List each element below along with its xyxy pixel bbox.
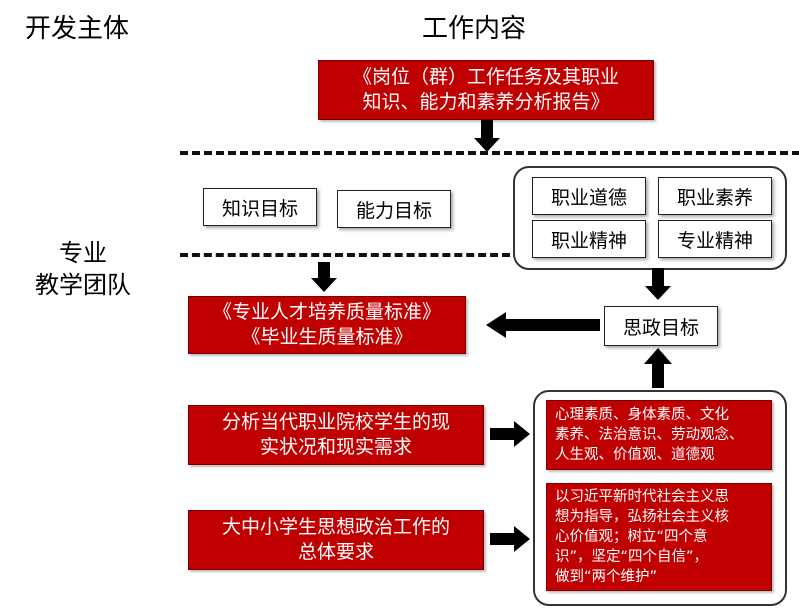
professional-spirit-box: 职业精神 bbox=[532, 220, 646, 258]
specialty-spirit-box: 专业精神 bbox=[658, 220, 772, 258]
arrow-ideology-left bbox=[486, 312, 600, 338]
qualities-detail-line1: 心理素质、身体素质、文化 bbox=[555, 407, 729, 423]
quality-standards-box: 《专业人才培养质量标准》 《毕业生质量标准》 bbox=[188, 296, 466, 354]
ideological-guidance-line4: 识”，坚定“四个自信”， bbox=[555, 549, 709, 565]
teaching-team-line1: 专业 bbox=[59, 239, 107, 267]
arrow-analysis-right bbox=[490, 421, 530, 447]
ability-goal-box: 能力目标 bbox=[337, 190, 451, 228]
arrow-goals-down bbox=[311, 262, 337, 292]
teaching-team-label: 专业 教学团队 bbox=[18, 237, 148, 301]
qualities-detail-line2: 素养、法治意识、劳动观念、 bbox=[555, 427, 744, 443]
ideology-goal-box: 思政目标 bbox=[604, 306, 718, 346]
arrow-qualities-down bbox=[645, 268, 671, 300]
arrow-up-to-ideology bbox=[644, 348, 672, 388]
professional-literacy-box: 职业素养 bbox=[658, 177, 772, 215]
student-analysis-line1: 分析当代职业院校学生的现 bbox=[221, 411, 450, 433]
political-work-requirements-line1: 大中小学生思想政治工作的 bbox=[221, 516, 450, 538]
developer-heading: 开发主体 bbox=[25, 14, 130, 44]
upper-dashed-divider bbox=[180, 151, 799, 155]
political-work-requirements-box: 大中小学生思想政治工作的 总体要求 bbox=[188, 510, 484, 570]
ideological-guidance-line2: 想为指导，弘扬社会主义核 bbox=[555, 509, 729, 525]
quality-standards-line2: 《毕业生质量标准》 bbox=[241, 326, 413, 348]
work-content-heading: 工作内容 bbox=[422, 14, 527, 44]
lower-dashed-divider bbox=[180, 253, 510, 257]
teaching-team-line2: 教学团队 bbox=[35, 271, 131, 299]
ideological-guidance-line1: 以习近平新时代社会主义思 bbox=[555, 489, 729, 505]
ideological-guidance-line5: 做到“两个维护” bbox=[555, 569, 658, 585]
student-analysis-line2: 实状况和现实需求 bbox=[259, 436, 412, 458]
analysis-report-line2: 知识、能力和素养分析报告》 bbox=[362, 91, 610, 113]
analysis-report-box: 《岗位（群）工作任务及其职业 知识、能力和素养分析报告》 bbox=[318, 60, 654, 120]
analysis-report-line1: 《岗位（群）工作任务及其职业 bbox=[352, 66, 619, 88]
student-analysis-box: 分析当代职业院校学生的现 实状况和现实需求 bbox=[188, 405, 484, 465]
professional-ethics-box: 职业道德 bbox=[532, 177, 646, 215]
quality-standards-line1: 《专业人才培养质量标准》 bbox=[212, 301, 441, 323]
political-work-requirements-line2: 总体要求 bbox=[297, 541, 374, 563]
qualities-detail-line3: 人生观、价值观、道德观 bbox=[555, 447, 715, 463]
qualities-detail-box: 心理素质、身体素质、文化 素养、法治意识、劳动观念、 人生观、价值观、道德观 bbox=[546, 400, 772, 470]
ideological-guidance-box: 以习近平新时代社会主义思 想为指导，弘扬社会主义核 心价值观；树立“四个意 识”… bbox=[546, 483, 772, 591]
arrow-requirements-right bbox=[490, 526, 530, 552]
arrow-report-down bbox=[474, 120, 500, 152]
knowledge-goal-box: 知识目标 bbox=[203, 188, 317, 226]
ideological-guidance-line3: 心价值观；树立“四个意 bbox=[555, 529, 708, 545]
